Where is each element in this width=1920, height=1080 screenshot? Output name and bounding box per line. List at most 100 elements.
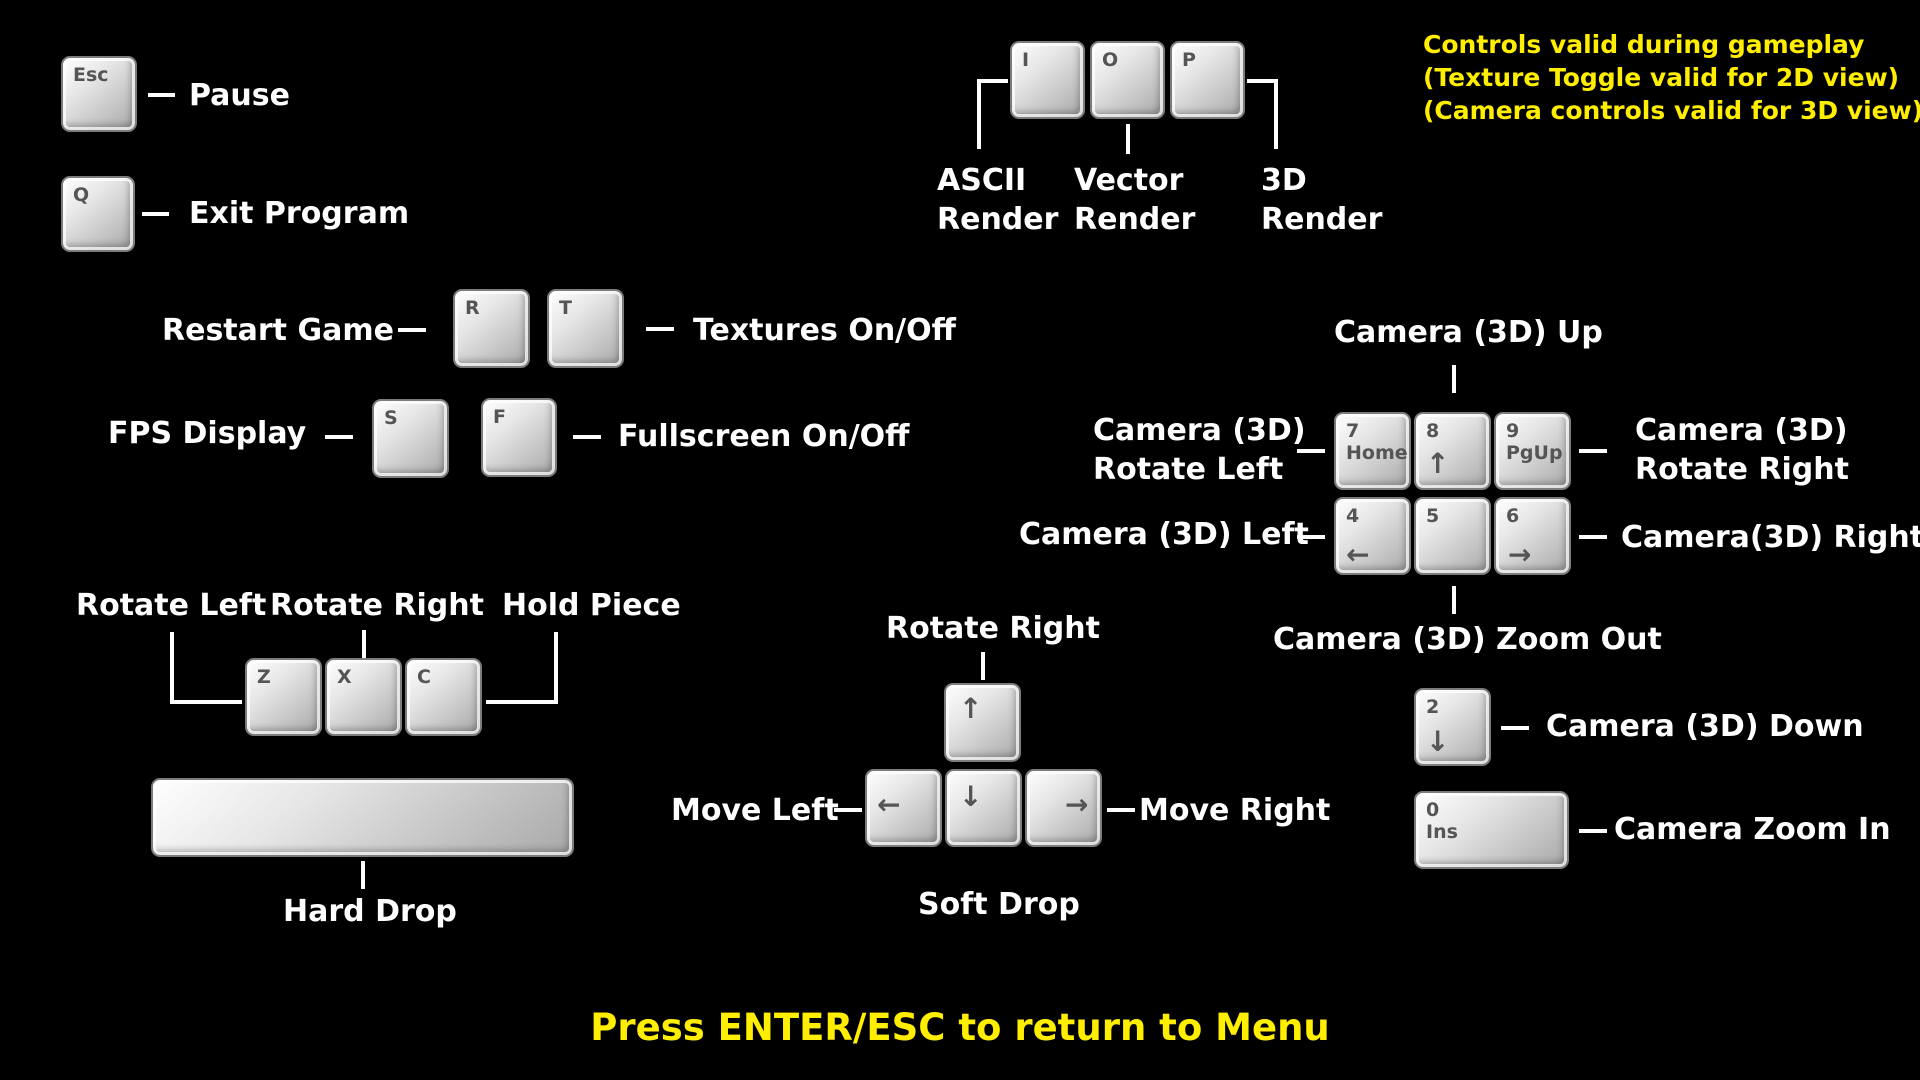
move-right-label: Move Right xyxy=(1139,793,1331,828)
connector xyxy=(398,328,426,332)
connector xyxy=(142,212,169,216)
gameplay-notes: Controls valid during gameplay (Texture … xyxy=(1423,28,1920,127)
s-key-label: S xyxy=(384,407,398,429)
bracket-line xyxy=(486,700,558,704)
camera-rotate-right-label: Camera (3D) Rotate Right xyxy=(1635,413,1849,487)
x-key-label: X xyxy=(337,666,352,688)
connector xyxy=(834,808,862,812)
p-key[interactable]: P xyxy=(1170,41,1245,119)
bracket-line xyxy=(977,79,1008,83)
camera-right-label: Camera(3D) Right xyxy=(1621,520,1920,555)
numpad-0-label: 0 Ins xyxy=(1426,799,1458,843)
connector xyxy=(148,93,175,97)
hard-drop-label: Hard Drop xyxy=(283,894,457,929)
left-arrow-icon: ← xyxy=(877,788,901,821)
rotate-left-label: Rotate Left xyxy=(76,588,267,623)
o-key-label: O xyxy=(1102,49,1119,71)
c-key[interactable]: C xyxy=(405,658,482,736)
numpad-6-label: 6 xyxy=(1506,505,1520,527)
esc-key[interactable]: Esc xyxy=(61,56,137,132)
bracket-line xyxy=(170,700,242,704)
numpad-5-key[interactable]: 5 xyxy=(1414,497,1491,575)
i-key[interactable]: I xyxy=(1010,41,1085,119)
connector xyxy=(1297,535,1325,539)
note-line-2: (Texture Toggle valid for 2D view) xyxy=(1423,63,1900,92)
t-key[interactable]: T xyxy=(547,289,624,368)
camera-left-label: Camera (3D) Left xyxy=(1019,517,1309,552)
pause-label: Pause xyxy=(189,78,290,113)
bracket-line xyxy=(554,632,558,704)
left-arrow-key[interactable]: ← xyxy=(865,769,942,847)
z-key-label: Z xyxy=(257,666,271,688)
connector xyxy=(1501,726,1529,730)
down-arrow-icon: ↓ xyxy=(959,780,983,813)
connector xyxy=(646,327,674,331)
left-arrow-icon: ← xyxy=(1346,538,1370,571)
numpad-9-key[interactable]: 9 PgUp xyxy=(1494,412,1571,490)
f-key[interactable]: F xyxy=(481,398,557,477)
down-arrow-key[interactable]: ↓ xyxy=(945,769,1022,847)
hold-piece-label: Hold Piece xyxy=(502,588,681,623)
move-left-label: Move Left xyxy=(671,793,839,828)
o-key[interactable]: O xyxy=(1090,41,1165,119)
fullscreen-label: Fullscreen On/Off xyxy=(618,419,910,454)
t-key-label: T xyxy=(559,297,572,319)
vector-render-label: Vector Render xyxy=(1074,163,1196,237)
camera-zoom-out-label: Camera (3D) Zoom Out xyxy=(1273,622,1662,657)
numpad-9-label: 9 PgUp xyxy=(1506,420,1563,464)
bracket-line xyxy=(1247,79,1278,83)
rotate-right-label: Rotate Right xyxy=(270,588,484,623)
numpad-4-key[interactable]: 4 ← xyxy=(1334,497,1411,575)
connector xyxy=(1579,535,1607,539)
note-line-3: (Camera controls valid for 3D view) xyxy=(1423,96,1920,125)
exit-program-label: Exit Program xyxy=(189,196,410,231)
fps-display-label: FPS Display xyxy=(108,416,307,451)
numpad-4-label: 4 xyxy=(1346,505,1360,527)
up-arrow-icon: ↑ xyxy=(1426,447,1450,480)
p-key-label: P xyxy=(1182,49,1196,71)
f-key-label: F xyxy=(493,406,506,428)
ascii-render-label: ASCII Render xyxy=(937,163,1059,237)
return-to-menu-prompt: Press ENTER/ESC to return to Menu xyxy=(590,1006,1330,1049)
right-arrow-key[interactable]: → xyxy=(1025,769,1102,847)
numpad-2-label: 2 xyxy=(1426,696,1440,718)
c-key-label: C xyxy=(417,666,431,688)
x-key[interactable]: X xyxy=(325,658,402,736)
connector xyxy=(1452,365,1456,393)
esc-key-label: Esc xyxy=(73,64,109,86)
connector xyxy=(1579,829,1607,833)
connector xyxy=(1579,449,1607,453)
connector xyxy=(1452,586,1456,614)
numpad-7-label: 7 Home xyxy=(1346,420,1408,464)
bracket-line xyxy=(977,79,981,149)
numpad-7-key[interactable]: 7 Home xyxy=(1334,412,1411,490)
up-arrow-key[interactable]: ↑ xyxy=(944,683,1021,762)
bracket-line xyxy=(362,630,366,658)
connector xyxy=(1107,808,1135,812)
q-key[interactable]: Q xyxy=(61,176,135,252)
numpad-0-key[interactable]: 0 Ins xyxy=(1414,791,1569,869)
note-line-1: Controls valid during gameplay xyxy=(1423,30,1865,59)
bracket-line xyxy=(1126,124,1130,154)
numpad-2-key[interactable]: 2 ↓ xyxy=(1414,688,1491,766)
textures-label: Textures On/Off xyxy=(693,313,956,348)
connector xyxy=(325,435,353,439)
down-arrow-icon: ↓ xyxy=(1426,725,1450,758)
numpad-6-key[interactable]: 6 → xyxy=(1494,497,1571,575)
numpad-8-label: 8 xyxy=(1426,420,1440,442)
r-key[interactable]: R xyxy=(453,289,530,368)
bracket-line xyxy=(170,632,174,704)
i-key-label: I xyxy=(1022,49,1030,71)
numpad-8-key[interactable]: 8 ↑ xyxy=(1414,412,1491,490)
s-key[interactable]: S xyxy=(372,399,449,478)
numpad-5-label: 5 xyxy=(1426,505,1440,527)
z-key[interactable]: Z xyxy=(245,658,322,736)
right-arrow-icon: → xyxy=(1508,538,1532,571)
connector xyxy=(981,652,985,680)
spacebar-key[interactable] xyxy=(151,778,574,857)
soft-drop-label: Soft Drop xyxy=(918,887,1080,922)
camera-up-label: Camera (3D) Up xyxy=(1334,315,1603,350)
q-key-label: Q xyxy=(73,184,90,206)
connector xyxy=(1297,449,1325,453)
restart-game-label: Restart Game xyxy=(162,313,394,348)
